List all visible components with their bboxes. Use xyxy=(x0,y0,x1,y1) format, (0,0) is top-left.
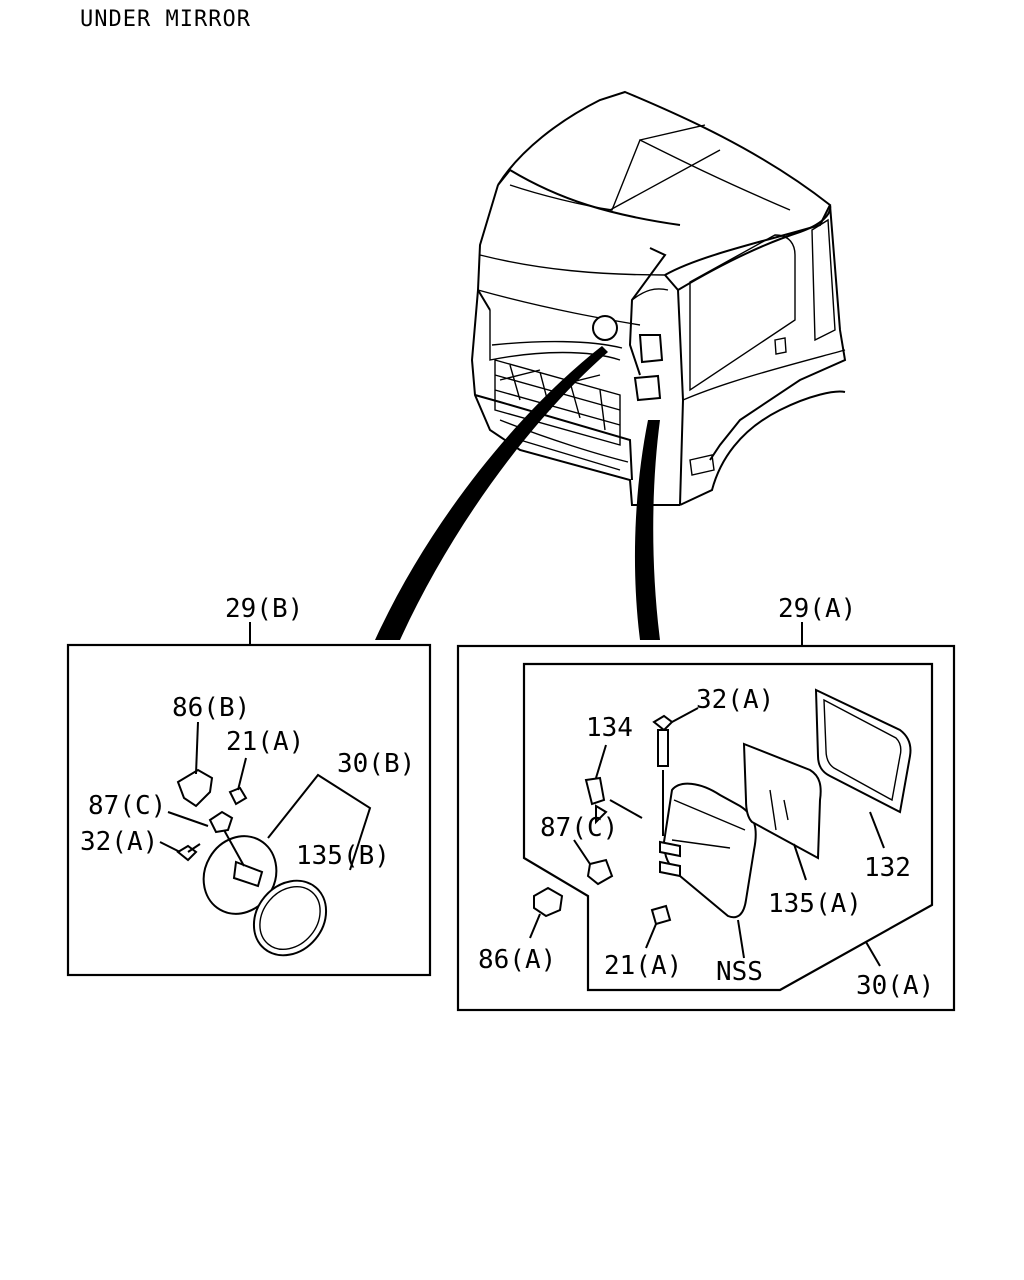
label-29B: 29(B) xyxy=(225,594,303,624)
label-135A: 135(A) xyxy=(768,889,862,919)
label-132: 132 xyxy=(864,853,911,883)
frame-132-icon xyxy=(814,688,912,814)
bracket-86A-icon xyxy=(533,886,564,918)
ring-135B-icon xyxy=(252,879,328,957)
label-32A-right: 32(A) xyxy=(696,685,774,715)
box-29A xyxy=(456,644,956,1012)
label-21A-right: 21(A) xyxy=(604,951,682,981)
label-86B: 86(B) xyxy=(172,693,250,723)
label-135B: 135(B) xyxy=(296,841,390,871)
nut-21A-right-icon xyxy=(650,904,672,926)
truck-cab-illustration xyxy=(470,90,847,506)
label-21A-left: 21(A) xyxy=(226,727,304,757)
label-134: 134 xyxy=(586,713,633,743)
bolt-32A-right-icon xyxy=(652,714,674,732)
diagram-title: UNDER MIRROR xyxy=(80,7,251,32)
nut-21A-left-icon xyxy=(228,786,248,806)
label-87C-right: 87(C) xyxy=(540,813,618,843)
label-30A: 30(A) xyxy=(856,971,934,1001)
bracket-86B-icon xyxy=(176,768,214,808)
round-mirror-assembly-30B xyxy=(159,721,372,957)
label-30B: 30(B) xyxy=(337,749,415,779)
label-NSS: NSS xyxy=(716,957,763,987)
pointer-to-29B xyxy=(375,346,608,640)
label-87C-left: 87(C) xyxy=(88,791,166,821)
rectangular-mirror-assembly-30A xyxy=(529,688,912,967)
glass-135A-icon xyxy=(742,742,822,860)
clip-134-icon xyxy=(584,776,606,806)
clamp-87C-left-icon xyxy=(208,810,234,834)
clamp-87C-right-icon xyxy=(586,858,614,886)
label-86A: 86(A) xyxy=(478,945,556,975)
pointer-to-29A xyxy=(634,420,660,640)
label-29A: 29(A) xyxy=(778,594,856,624)
label-32A-left: 32(A) xyxy=(80,827,158,857)
box-30A-assembly xyxy=(522,662,934,992)
box-29B xyxy=(66,643,432,977)
